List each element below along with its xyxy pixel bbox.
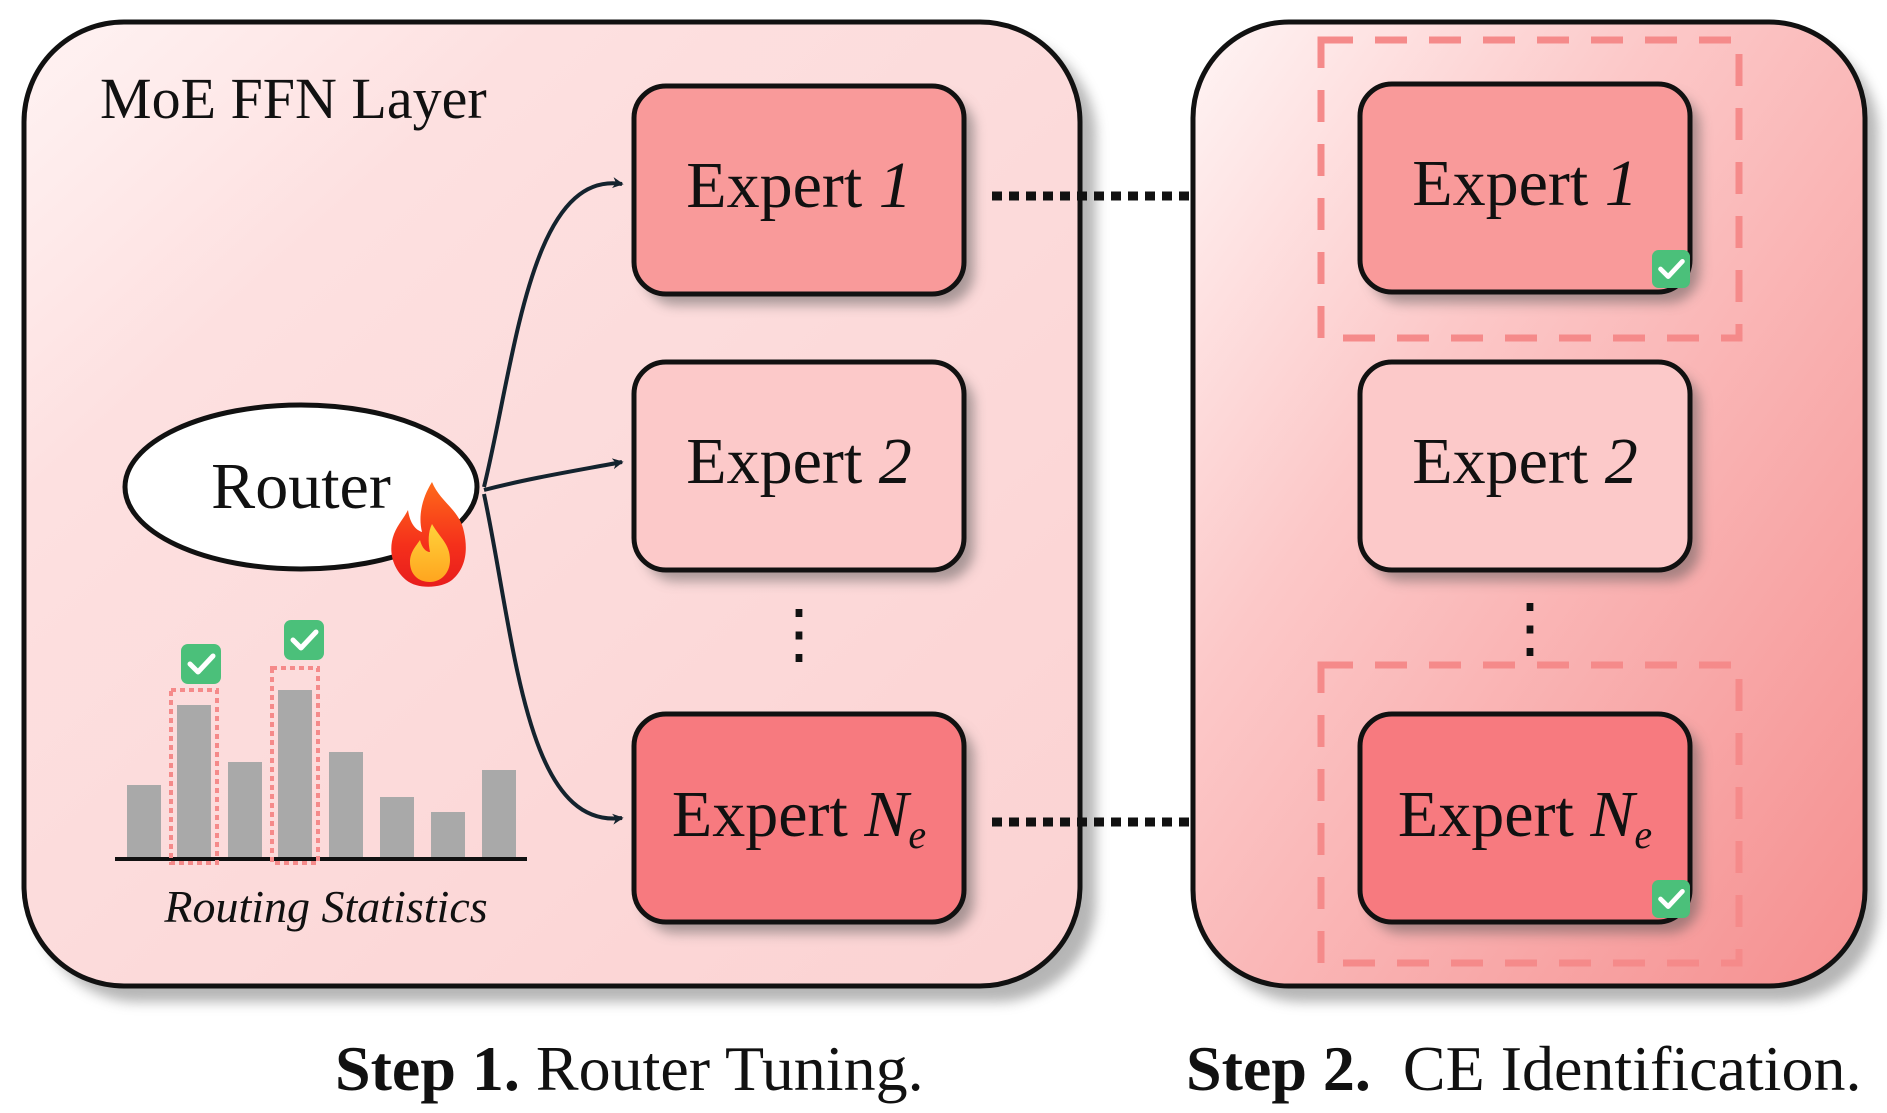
svg-text:Expert Ne: Expert Ne	[1398, 778, 1652, 857]
expert-label-prefix: Expert	[1412, 147, 1604, 220]
stat-bar	[127, 785, 161, 858]
stat-bar	[329, 752, 363, 858]
router-arrows	[482, 177, 624, 825]
caption-step-2-bold: Step 2.	[1186, 1033, 1371, 1104]
panel2-expert-1: Expert 1	[1357, 81, 1700, 303]
router-label: Router	[211, 450, 391, 523]
router-node: Router	[122, 402, 480, 572]
caption-step-1-text: Router Tuning.	[520, 1033, 924, 1104]
expert-index: 1	[879, 149, 912, 222]
caption-step-2-text: CE Identification.	[1371, 1033, 1862, 1104]
caption-step-1: Step 1. Router Tuning.	[335, 1033, 924, 1104]
expert-label-prefix: Expert	[686, 425, 878, 498]
expert-subscript: e	[908, 812, 926, 857]
expert-label-prefix: Expert	[672, 778, 864, 851]
svg-text:Expert 2: Expert 2	[686, 425, 911, 498]
arrow-router-to-expert-2	[483, 458, 624, 492]
selected-expert-box	[1317, 661, 1743, 967]
svg-text:Expert 2: Expert 2	[1412, 425, 1637, 498]
stat-bar	[228, 762, 262, 858]
expert-label-prefix: Expert	[1412, 425, 1604, 498]
svg-text:Expert 1: Expert 1	[1412, 147, 1637, 220]
svg-text:Expert 1: Expert 1	[686, 149, 911, 222]
arrow-router-to-expert-ne	[482, 493, 624, 825]
panel-router-tuning: MoE FFN Layer Router	[21, 19, 1096, 1002]
expert-index: N	[863, 778, 912, 851]
expert-subscript: e	[1634, 812, 1652, 857]
stat-bar	[278, 690, 312, 858]
stat-bar	[380, 797, 414, 858]
panel2-expert-ne: Expert Ne	[1357, 711, 1700, 933]
caption-step-1-bold: Step 1.	[335, 1033, 520, 1104]
expert-index: 2	[1605, 425, 1638, 498]
panel-ce-identification: Expert 1 Expert 2 ⋮ Expert Ne	[1190, 19, 1878, 1002]
stat-selected-box	[169, 688, 219, 865]
routing-statistics-label: Routing Statistics	[163, 881, 487, 932]
arrow-router-to-expert-1	[482, 177, 624, 488]
panel2-ellipsis: ⋮	[1497, 592, 1563, 665]
expert-label-prefix: Expert	[686, 149, 878, 222]
expert-index: N	[1589, 778, 1638, 851]
selected-expert-box	[1317, 36, 1743, 342]
svg-text:Expert Ne: Expert Ne	[672, 778, 926, 857]
panel1-ellipsis: ⋮	[766, 598, 832, 671]
expert-label-prefix: Expert	[1398, 778, 1590, 851]
panel1-expert-1: Expert 1	[631, 83, 974, 305]
stat-bar	[431, 812, 465, 858]
panel1-expert-ne: Expert Ne	[631, 711, 974, 933]
panel1-title: MoE FFN Layer	[100, 66, 487, 131]
expert-index: 2	[879, 425, 912, 498]
routing-statistics-chart: Routing Statistics	[115, 620, 527, 932]
stat-selected-box	[270, 666, 320, 865]
stat-bar	[482, 770, 516, 858]
check-icon	[284, 620, 324, 660]
stat-bar	[177, 705, 211, 858]
panel2-expert-2: Expert 2	[1357, 359, 1700, 581]
panel1-expert-2: Expert 2	[631, 359, 974, 581]
caption-step-2: Step 2. CE Identification.	[1186, 1033, 1861, 1104]
check-icon	[1652, 250, 1690, 288]
check-icon	[1652, 880, 1690, 918]
check-icon	[181, 644, 221, 684]
expert-index: 1	[1605, 147, 1638, 220]
fire-icon	[391, 482, 466, 587]
